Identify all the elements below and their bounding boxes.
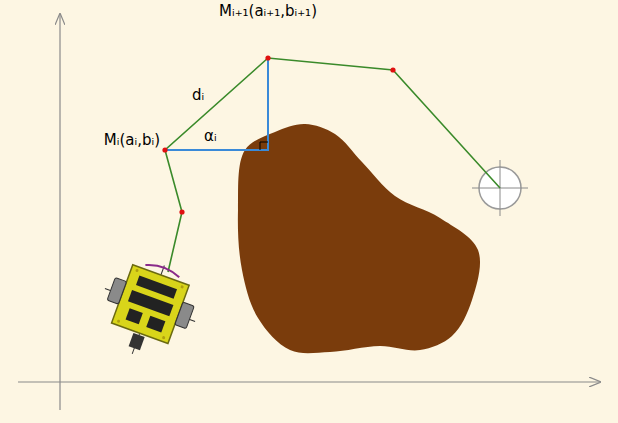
robot-illustration xyxy=(87,249,209,370)
waypoint-dot xyxy=(390,67,395,72)
waypoint-dot xyxy=(265,55,270,60)
path-line xyxy=(165,58,500,272)
angle-label: αᵢ xyxy=(204,127,217,145)
x-axis xyxy=(18,381,600,382)
y-axis xyxy=(59,14,60,410)
obstacle-group xyxy=(238,124,480,353)
distance-label: dᵢ xyxy=(192,86,204,104)
obstacle-shape xyxy=(238,124,480,353)
waypoint-dot xyxy=(179,209,184,214)
point-label: Mᵢ₊₁(aᵢ₊₁,bᵢ₊₁) xyxy=(219,2,317,20)
point-label: Mᵢ(aᵢ,bᵢ) xyxy=(104,131,160,149)
waypoint-dot xyxy=(162,147,167,152)
right-angle-mark xyxy=(260,142,268,150)
path-group xyxy=(162,55,500,272)
